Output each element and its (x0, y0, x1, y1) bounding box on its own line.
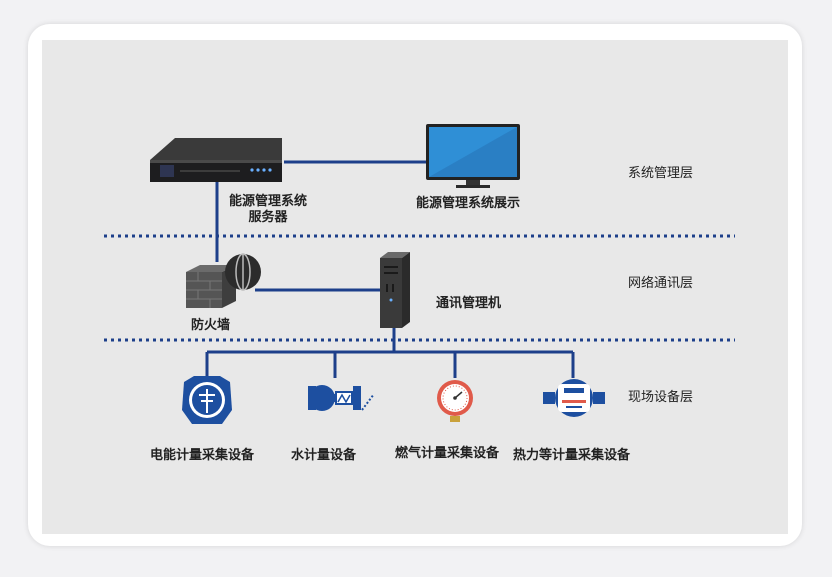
comm-manager-icon (380, 252, 410, 328)
server-label: 能源管理系统 服务器 (222, 194, 314, 226)
monitor-icon (426, 124, 520, 188)
layer-label-field: 现场设备层 (628, 390, 694, 405)
server-label-line1: 能源管理系统 (228, 194, 307, 209)
electric-label: 电能计量采集设备 (150, 448, 255, 463)
heat-label: 热力等计量采集设备 (513, 448, 631, 463)
display-label: 能源管理系统展示 (416, 196, 521, 211)
server-icon (150, 138, 282, 182)
layer-label-system: 系统管理层 (628, 166, 694, 181)
water-label: 水计量设备 (291, 448, 357, 463)
diagram-panel (42, 40, 788, 534)
water-meter-icon (308, 385, 375, 411)
firewall-icon (186, 253, 261, 308)
layer-label-network: 网络通讯层 (628, 276, 694, 291)
heat-meter-icon (543, 379, 605, 417)
server-label-line2: 服务器 (248, 210, 288, 225)
electric-meter-icon (182, 376, 232, 424)
comm-label: 通讯管理机 (436, 296, 502, 311)
firewall-label: 防火墙 (191, 318, 231, 333)
gas-meter-icon (437, 380, 473, 422)
gas-label: 燃气计量采集设备 (395, 446, 500, 461)
